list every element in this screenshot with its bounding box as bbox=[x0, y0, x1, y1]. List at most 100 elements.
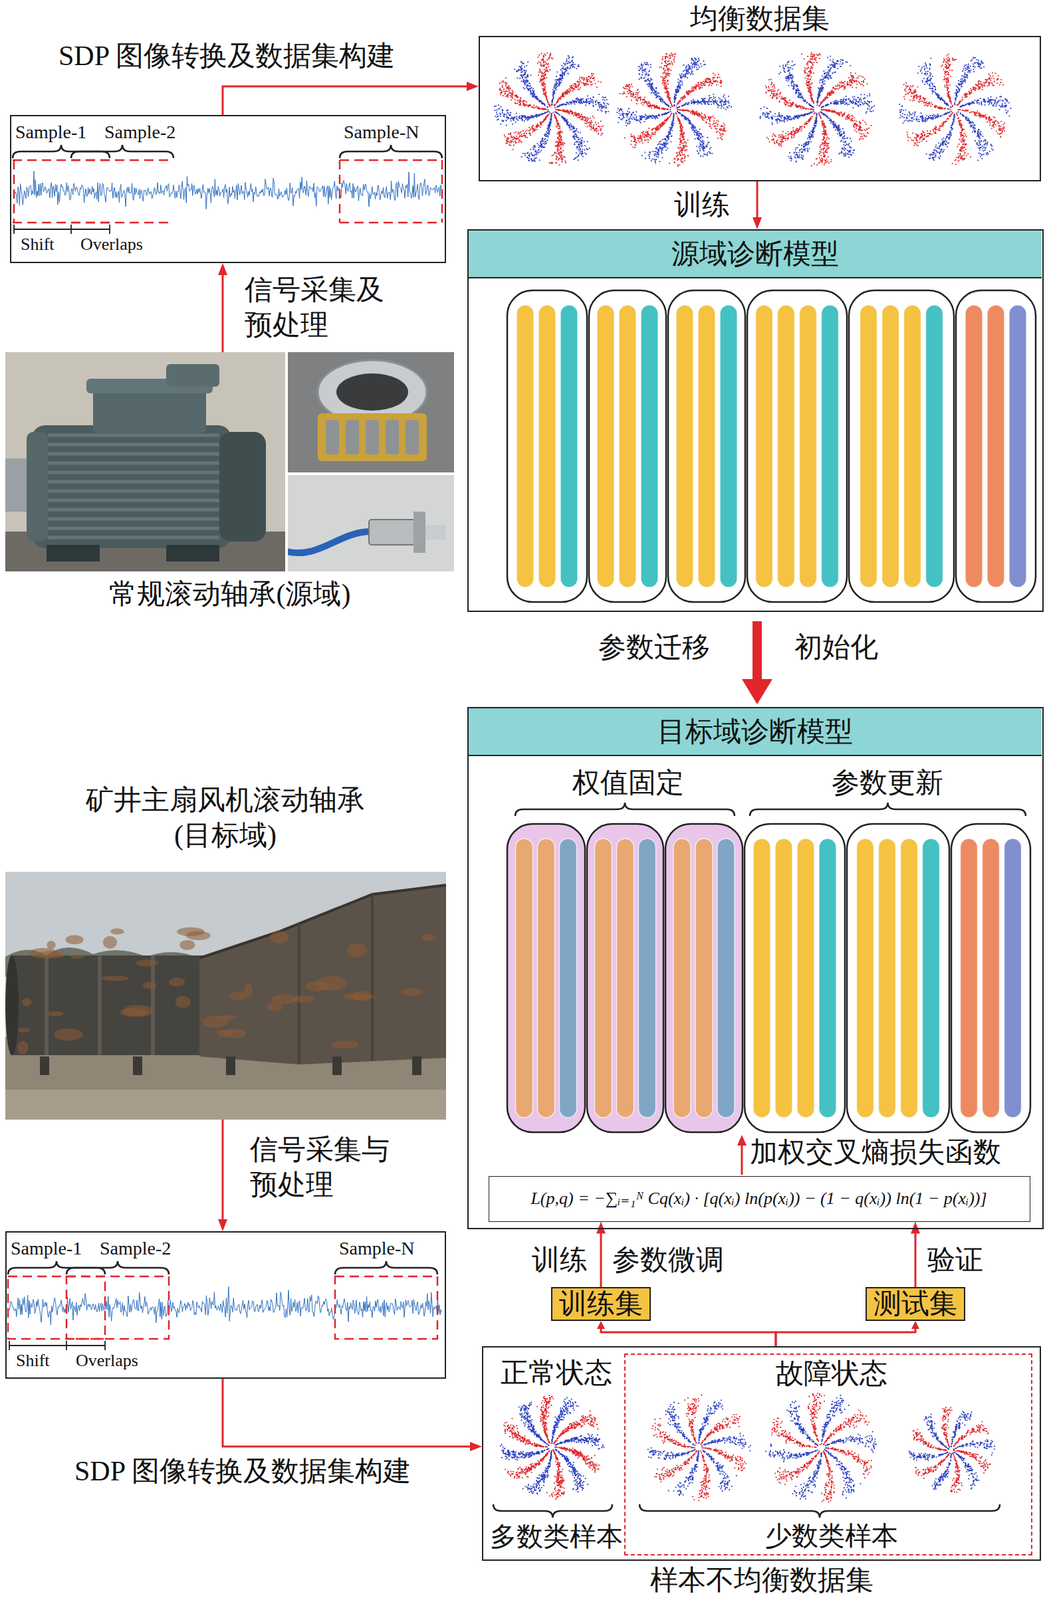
terminal-box bbox=[166, 364, 220, 387]
layer-group-outline bbox=[668, 290, 746, 603]
rust-patch bbox=[122, 1005, 154, 1018]
node-text: Overlaps bbox=[80, 234, 143, 255]
sdp-image bbox=[898, 53, 1012, 166]
rust-patch bbox=[315, 976, 348, 992]
layer-group-outline bbox=[747, 290, 847, 603]
network-layer-group bbox=[951, 824, 1031, 1133]
node-text: 权值固定 bbox=[572, 767, 685, 800]
rust-patch bbox=[266, 1002, 284, 1012]
sdp-dots-red bbox=[503, 1395, 600, 1501]
connector-arrow bbox=[222, 1379, 482, 1452]
sdp-image bbox=[616, 52, 732, 167]
node-text: L(p,q) = −∑ᵢ₌₁ᴺ Cq(xᵢ) · [q(xᵢ) ln(p(xᵢ)… bbox=[530, 1189, 987, 1210]
sample-window bbox=[339, 160, 342, 223]
node-text: Sample-1 bbox=[15, 121, 87, 143]
network-layer-group bbox=[846, 824, 950, 1133]
sample-brace bbox=[339, 144, 443, 159]
vibration-signal bbox=[9, 1287, 442, 1326]
brace bbox=[515, 803, 735, 817]
node-text: 常规滚动轴承(源域) bbox=[109, 578, 351, 611]
node-text: Sample-N bbox=[343, 121, 420, 143]
fan-cover bbox=[219, 432, 266, 542]
sample-window bbox=[7, 1277, 106, 1340]
node-text: 测试集 bbox=[873, 1288, 958, 1321]
sdp-dots-blue bbox=[647, 1400, 752, 1498]
network-layer-group bbox=[747, 290, 847, 603]
edge-label: 信号采集及 预处理 bbox=[244, 272, 411, 343]
annotation-label: 参数微调 bbox=[612, 1244, 724, 1277]
fan-duct bbox=[199, 885, 447, 1065]
rust-patch bbox=[18, 1028, 30, 1034]
sample-brace bbox=[71, 144, 174, 159]
node-text: 故障状态 bbox=[775, 1358, 888, 1391]
roller bbox=[405, 420, 419, 455]
connector-arrow bbox=[910, 1222, 921, 1289]
cooling-fin bbox=[47, 499, 220, 503]
cylinder-ring bbox=[44, 955, 49, 1056]
layer-bar bbox=[515, 838, 534, 1119]
dimension-tick bbox=[70, 224, 72, 234]
rust-patch bbox=[101, 975, 129, 982]
network-layer-group bbox=[507, 824, 585, 1133]
connector-line bbox=[914, 1233, 917, 1289]
sample-window bbox=[66, 1277, 169, 1340]
node-text: 参数更新 bbox=[831, 767, 944, 800]
node-text: 源域诊断模型 bbox=[468, 230, 1042, 279]
network-layer-group bbox=[507, 290, 587, 603]
layer-bar bbox=[695, 838, 713, 1119]
layer-bar bbox=[882, 305, 900, 588]
network-layer-group bbox=[665, 824, 743, 1133]
end-cap bbox=[26, 432, 48, 542]
node-text: Sample-1 bbox=[10, 1238, 82, 1260]
layer-bar bbox=[755, 305, 774, 588]
rust-patch bbox=[110, 928, 124, 935]
node-text: 多数类样本 bbox=[489, 1522, 623, 1553]
layer-bar bbox=[960, 838, 978, 1119]
fault-group: 故障状态少数类样本 bbox=[624, 1354, 1033, 1557]
edge-label: 训练 bbox=[674, 188, 730, 221]
sdp-dots-blue bbox=[493, 55, 609, 163]
loss-arrow bbox=[741, 1144, 744, 1176]
rust-patch bbox=[176, 927, 205, 937]
edge-label: SDP 图像转换及数据集构建 bbox=[58, 39, 395, 72]
layer-bar bbox=[559, 838, 578, 1119]
rust-patch bbox=[168, 977, 185, 988]
network-layer-group bbox=[848, 290, 954, 603]
connector-line bbox=[756, 181, 759, 219]
node-text: Sample-2 bbox=[104, 121, 176, 143]
fan-photo bbox=[5, 872, 447, 1121]
sdp-image bbox=[647, 1395, 752, 1503]
sdp-dots-red bbox=[771, 1393, 873, 1504]
rust-patch bbox=[21, 998, 32, 1007]
connector-arrow bbox=[741, 621, 773, 705]
node-text: 均衡数据集 bbox=[690, 2, 830, 35]
rust-patch bbox=[136, 959, 159, 967]
rust-patch bbox=[230, 991, 247, 1002]
sdp-dots-blue bbox=[499, 1397, 605, 1496]
connector-arrow bbox=[218, 263, 228, 353]
layer-bar bbox=[594, 838, 613, 1119]
roller bbox=[365, 420, 379, 455]
layer-group-outline bbox=[744, 824, 845, 1133]
rust-patch bbox=[38, 951, 66, 959]
layer-bar bbox=[638, 838, 657, 1119]
annotation-label: 初始化 bbox=[794, 631, 879, 664]
arrow-head bbox=[218, 1219, 228, 1232]
support-leg bbox=[332, 1056, 342, 1076]
connector-line bbox=[222, 1379, 472, 1448]
layer-bar bbox=[856, 838, 875, 1119]
rust-patch bbox=[179, 940, 195, 951]
support-leg bbox=[39, 1056, 50, 1076]
dimension-line bbox=[9, 1345, 106, 1347]
arrow-head bbox=[910, 1222, 921, 1235]
sdp-image bbox=[908, 1407, 996, 1494]
layer-bar bbox=[904, 305, 922, 588]
roller bbox=[385, 420, 399, 455]
layer-bar bbox=[900, 838, 919, 1119]
network-layer-group bbox=[955, 290, 1036, 603]
rust-patch bbox=[342, 993, 375, 1002]
layer-group-outline bbox=[507, 824, 585, 1133]
rust-patch bbox=[142, 981, 157, 990]
network-layer-group bbox=[586, 824, 664, 1133]
layer-bar bbox=[860, 305, 878, 588]
